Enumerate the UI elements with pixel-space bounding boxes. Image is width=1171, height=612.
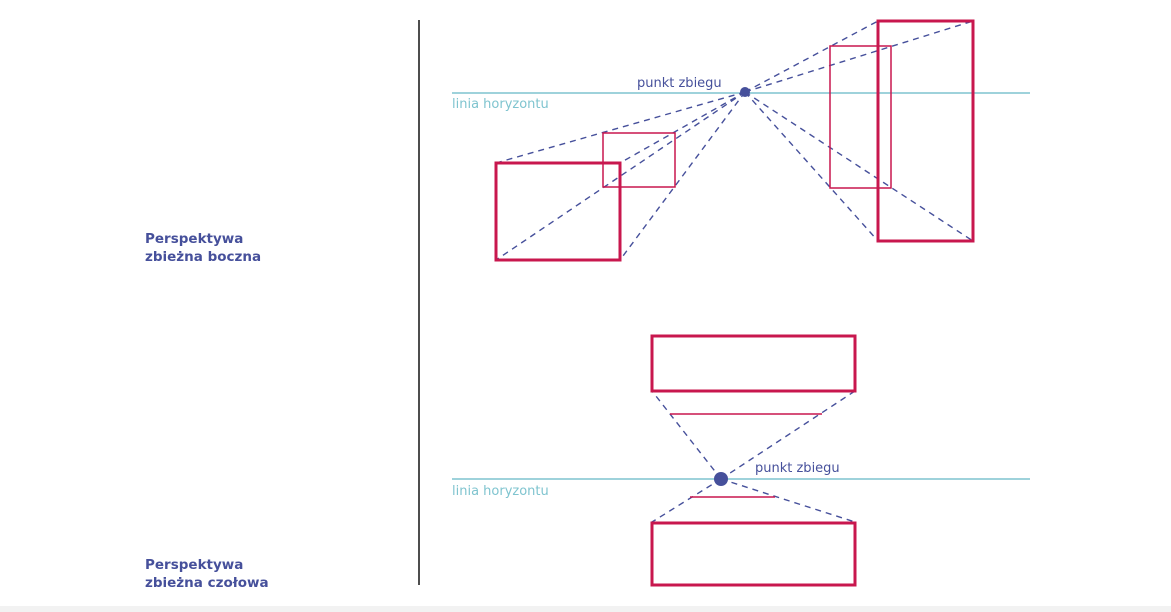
- front-bottom-rect: [650, 521, 857, 587]
- side-dash-right-2: [744, 20, 974, 93]
- section-label-side: Perspektywa zbieżna boczna: [145, 230, 261, 266]
- front-horizon-label: linia horyzontu: [452, 484, 549, 499]
- side-right-front-rect: [876, 19, 975, 243]
- side-horizon-label: linia horyzontu: [452, 97, 549, 112]
- bottom-strip: [0, 606, 1171, 612]
- front-vanishing-point-label: punkt zbiegu: [755, 461, 840, 476]
- side-vanishing-point-label: punkt zbiegu: [637, 76, 722, 91]
- section-label-side-line1: Perspektywa: [145, 231, 244, 247]
- front-dash-top-left: [651, 390, 722, 480]
- side-dash-right-3: [744, 91, 879, 242]
- front-vanishing-point: [714, 472, 728, 486]
- side-dash-left-3: [619, 91, 746, 164]
- section-label-front-line1: Perspektywa: [145, 557, 244, 573]
- section-label-front: Perspektywa zbieżna czołowa: [145, 556, 269, 592]
- side-dash-right-1: [744, 20, 879, 93]
- front-dash-top-right: [720, 390, 856, 480]
- side-vanishing-point: [740, 87, 750, 97]
- front-dashed-lines: [651, 390, 856, 523]
- side-left-front-rect: [494, 161, 622, 262]
- front-dash-bottom-right: [720, 478, 856, 523]
- section-label-front-line2: zbieżna czołowa: [145, 575, 269, 591]
- front-perspective-group: punkt zbiegu linia horyzontu: [452, 334, 1030, 587]
- front-dash-bottom-left: [651, 478, 722, 523]
- side-left-back-rect: [602, 132, 676, 188]
- side-dash-right-4: [744, 91, 974, 242]
- side-right-back-rect: [829, 45, 892, 189]
- side-perspective-group: punkt zbiegu linia horyzontu: [452, 19, 1030, 262]
- side-dashed-lines: [495, 20, 974, 261]
- side-dash-left-4: [619, 91, 746, 261]
- section-label-side-line2: zbieżna boczna: [145, 249, 262, 265]
- front-top-rect: [650, 334, 857, 393]
